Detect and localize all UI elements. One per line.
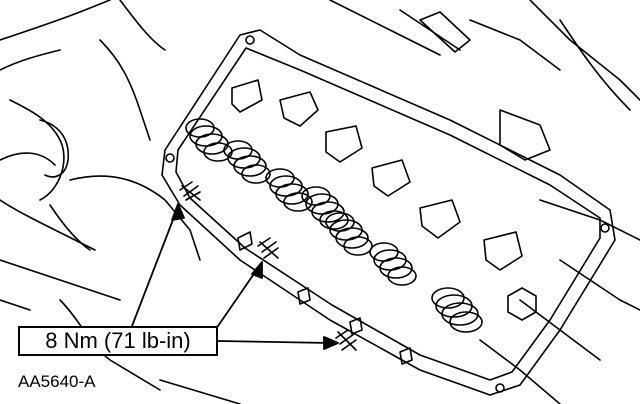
leader-line-2 bbox=[217, 267, 259, 327]
threaded-stud-3 bbox=[335, 329, 357, 351]
valve-spring-3 bbox=[265, 168, 313, 212]
valve-spring-5 bbox=[325, 212, 373, 256]
threaded-stud-1 bbox=[179, 181, 201, 201]
leader-line-3 bbox=[217, 340, 331, 344]
valve-spring-2 bbox=[223, 140, 271, 184]
arrowhead-2 bbox=[251, 261, 263, 279]
threaded-studs bbox=[179, 181, 357, 351]
callout-leaders bbox=[131, 203, 339, 350]
rocker-pedestals bbox=[231, 79, 523, 271]
valve-spring-4 bbox=[301, 186, 349, 230]
hex-nut bbox=[507, 287, 537, 321]
engine-block-outline bbox=[0, 0, 241, 404]
valve-spring-6 bbox=[369, 242, 417, 286]
threaded-stud-2 bbox=[257, 237, 279, 259]
cylinder-head-perimeter bbox=[161, 29, 616, 396]
torque-spec-label: 8 Nm (71 lb-in) bbox=[45, 328, 191, 353]
arrowhead-1 bbox=[171, 203, 185, 221]
leader-line-1 bbox=[131, 211, 177, 327]
valve-springs bbox=[185, 118, 483, 333]
torque-callout-box: 8 Nm (71 lb-in) bbox=[18, 326, 218, 356]
valve-spring-7 bbox=[431, 287, 483, 333]
figure-id-label: AA5640-A bbox=[18, 372, 96, 391]
arrowhead-3 bbox=[323, 336, 339, 350]
mounting-studs bbox=[237, 231, 413, 365]
right-side-components bbox=[329, 0, 640, 404]
